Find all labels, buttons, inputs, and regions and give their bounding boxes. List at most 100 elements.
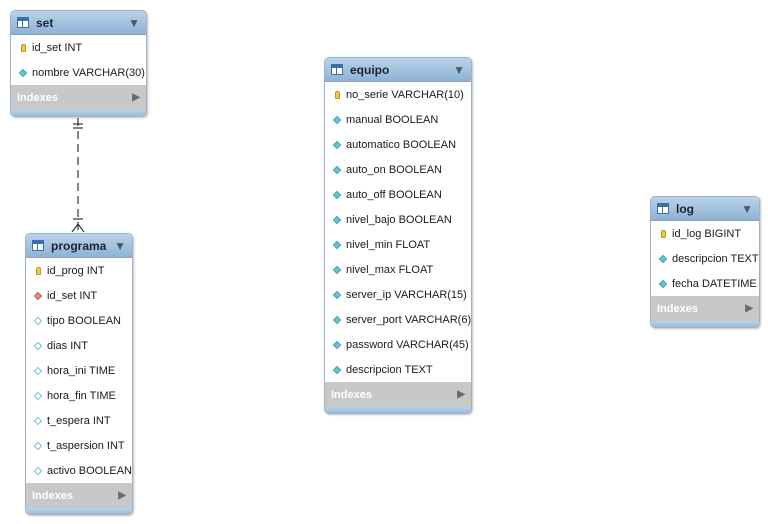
nullable-column-icon [33, 366, 43, 375]
nullable-column-icon [33, 466, 43, 475]
column-icon [18, 68, 28, 77]
column-icon [658, 279, 668, 288]
column-row[interactable]: tipo BOOLEAN [26, 308, 132, 333]
column-label: server_port VARCHAR(6) [346, 313, 472, 326]
expand-arrow-icon[interactable]: ▶ [132, 92, 140, 103]
column-row[interactable]: nivel_max FLOAT [325, 257, 471, 282]
nullable-column-icon [33, 316, 43, 325]
expand-arrow-icon[interactable]: ▶ [457, 389, 465, 400]
table-footer [651, 321, 759, 327]
key-icon [332, 90, 342, 99]
column-label: activo BOOLEAN [47, 464, 132, 477]
column-label: id_set INT [32, 41, 83, 54]
table-log[interactable]: log ▼ id_log BIGINT descripcion TEXT fecha D… [650, 196, 760, 328]
column-row[interactable]: descripcion TEXT [325, 357, 471, 382]
indexes-label: Indexes [17, 91, 58, 104]
column-row[interactable]: id_prog INT [26, 258, 132, 283]
column-icon [332, 315, 342, 324]
collapse-toggle-icon[interactable]: ▼ [114, 238, 126, 253]
indexes-section[interactable]: Indexes ▶ [26, 483, 132, 508]
foreign-key-icon [33, 291, 43, 300]
column-row[interactable]: fecha DATETIME [651, 271, 759, 296]
column-row[interactable]: id_log BIGINT [651, 221, 759, 246]
collapse-toggle-icon[interactable]: ▼ [741, 201, 753, 216]
column-label: dias INT [47, 339, 88, 352]
column-label: fecha DATETIME [672, 277, 757, 290]
key-icon [658, 229, 668, 238]
column-row[interactable]: server_ip VARCHAR(15) [325, 282, 471, 307]
column-row[interactable]: t_espera INT [26, 408, 132, 433]
column-label: id_prog INT [47, 264, 105, 277]
nullable-column-icon [33, 441, 43, 450]
column-label: tipo BOOLEAN [47, 314, 121, 327]
table-name: programa [51, 238, 107, 253]
expand-arrow-icon[interactable]: ▶ [118, 490, 126, 501]
column-row[interactable]: t_aspersion INT [26, 433, 132, 458]
table-programa[interactable]: programa ▼ id_prog INT id_set INT tipo BOOLE… [25, 233, 133, 515]
nullable-column-icon [33, 416, 43, 425]
table-header[interactable]: programa ▼ [26, 234, 132, 258]
expand-arrow-icon[interactable]: ▶ [745, 303, 753, 314]
column-label: no_serie VARCHAR(10) [346, 88, 464, 101]
collapse-toggle-icon[interactable]: ▼ [453, 62, 465, 77]
key-icon [33, 266, 43, 275]
column-row[interactable]: nombre VARCHAR(30) [11, 60, 146, 85]
column-icon [332, 265, 342, 274]
indexes-section[interactable]: Indexes▶ [651, 296, 759, 321]
table-name: equipo [350, 62, 390, 77]
column-row[interactable]: automatico BOOLEAN [325, 132, 471, 157]
table-icon [331, 64, 343, 75]
column-icon [332, 365, 342, 374]
nullable-column-icon [33, 341, 43, 350]
column-label: automatico BOOLEAN [346, 138, 457, 151]
column-label: id_log BIGINT [672, 227, 742, 240]
indexes-section[interactable]: Indexes ▶ [325, 382, 471, 407]
column-label: t_aspersion INT [47, 439, 125, 452]
column-row[interactable]: id_set INT [11, 35, 146, 60]
column-row[interactable]: no_serie VARCHAR(10) [325, 82, 471, 107]
table-header[interactable]: equipo ▼ [325, 58, 471, 82]
column-row[interactable]: server_port VARCHAR(6) [325, 307, 471, 332]
column-icon [332, 340, 342, 349]
table-icon [17, 17, 29, 28]
column-label: manual BOOLEAN [346, 113, 439, 126]
table-equipo[interactable]: equipo ▼ no_serie VARCHAR(10) manual BOOLEA… [324, 57, 472, 414]
table-footer [26, 508, 132, 514]
table-footer [325, 407, 471, 413]
indexes-label: Indexes [331, 388, 372, 401]
column-row[interactable]: id_set INT [26, 283, 132, 308]
column-label: descripcion TEXT [672, 252, 759, 265]
table-name: log [676, 201, 694, 216]
column-row[interactable]: password VARCHAR(45) [325, 332, 471, 357]
column-row[interactable]: nivel_min FLOAT [325, 232, 471, 257]
column-row[interactable]: auto_off BOOLEAN [325, 182, 471, 207]
column-label: nivel_min FLOAT [346, 238, 431, 251]
table-set[interactable]: set ▼ id_set INT nombre VARCHAR(30) Indexes ▶ [10, 10, 147, 117]
table-header[interactable]: log ▼ [651, 197, 759, 221]
column-label: server_ip VARCHAR(15) [346, 288, 467, 301]
key-icon [18, 43, 28, 52]
collapse-toggle-icon[interactable]: ▼ [128, 15, 140, 30]
column-row[interactable]: auto_on BOOLEAN [325, 157, 471, 182]
column-icon [332, 115, 342, 124]
column-icon [332, 190, 342, 199]
column-row[interactable]: hora_fin TIME [26, 383, 132, 408]
column-icon [332, 290, 342, 299]
crow-foot-mark [77, 223, 85, 233]
indexes-label: Indexes [32, 489, 73, 502]
column-row[interactable]: descripcion TEXT [651, 246, 759, 271]
column-row[interactable]: activo BOOLEAN [26, 458, 132, 483]
table-name: set [36, 15, 54, 30]
table-header[interactable]: set ▼ [11, 11, 146, 35]
column-row[interactable]: hora_ini TIME [26, 358, 132, 383]
indexes-section[interactable]: Indexes ▶ [11, 85, 146, 110]
column-row[interactable]: nivel_bajo BOOLEAN [325, 207, 471, 232]
column-icon [332, 215, 342, 224]
column-row[interactable]: dias INT [26, 333, 132, 358]
column-label: auto_on BOOLEAN [346, 163, 443, 176]
table-icon [32, 240, 44, 251]
table-footer [11, 110, 146, 116]
crow-foot-mark [71, 223, 79, 233]
column-row[interactable]: manual BOOLEAN [325, 107, 471, 132]
